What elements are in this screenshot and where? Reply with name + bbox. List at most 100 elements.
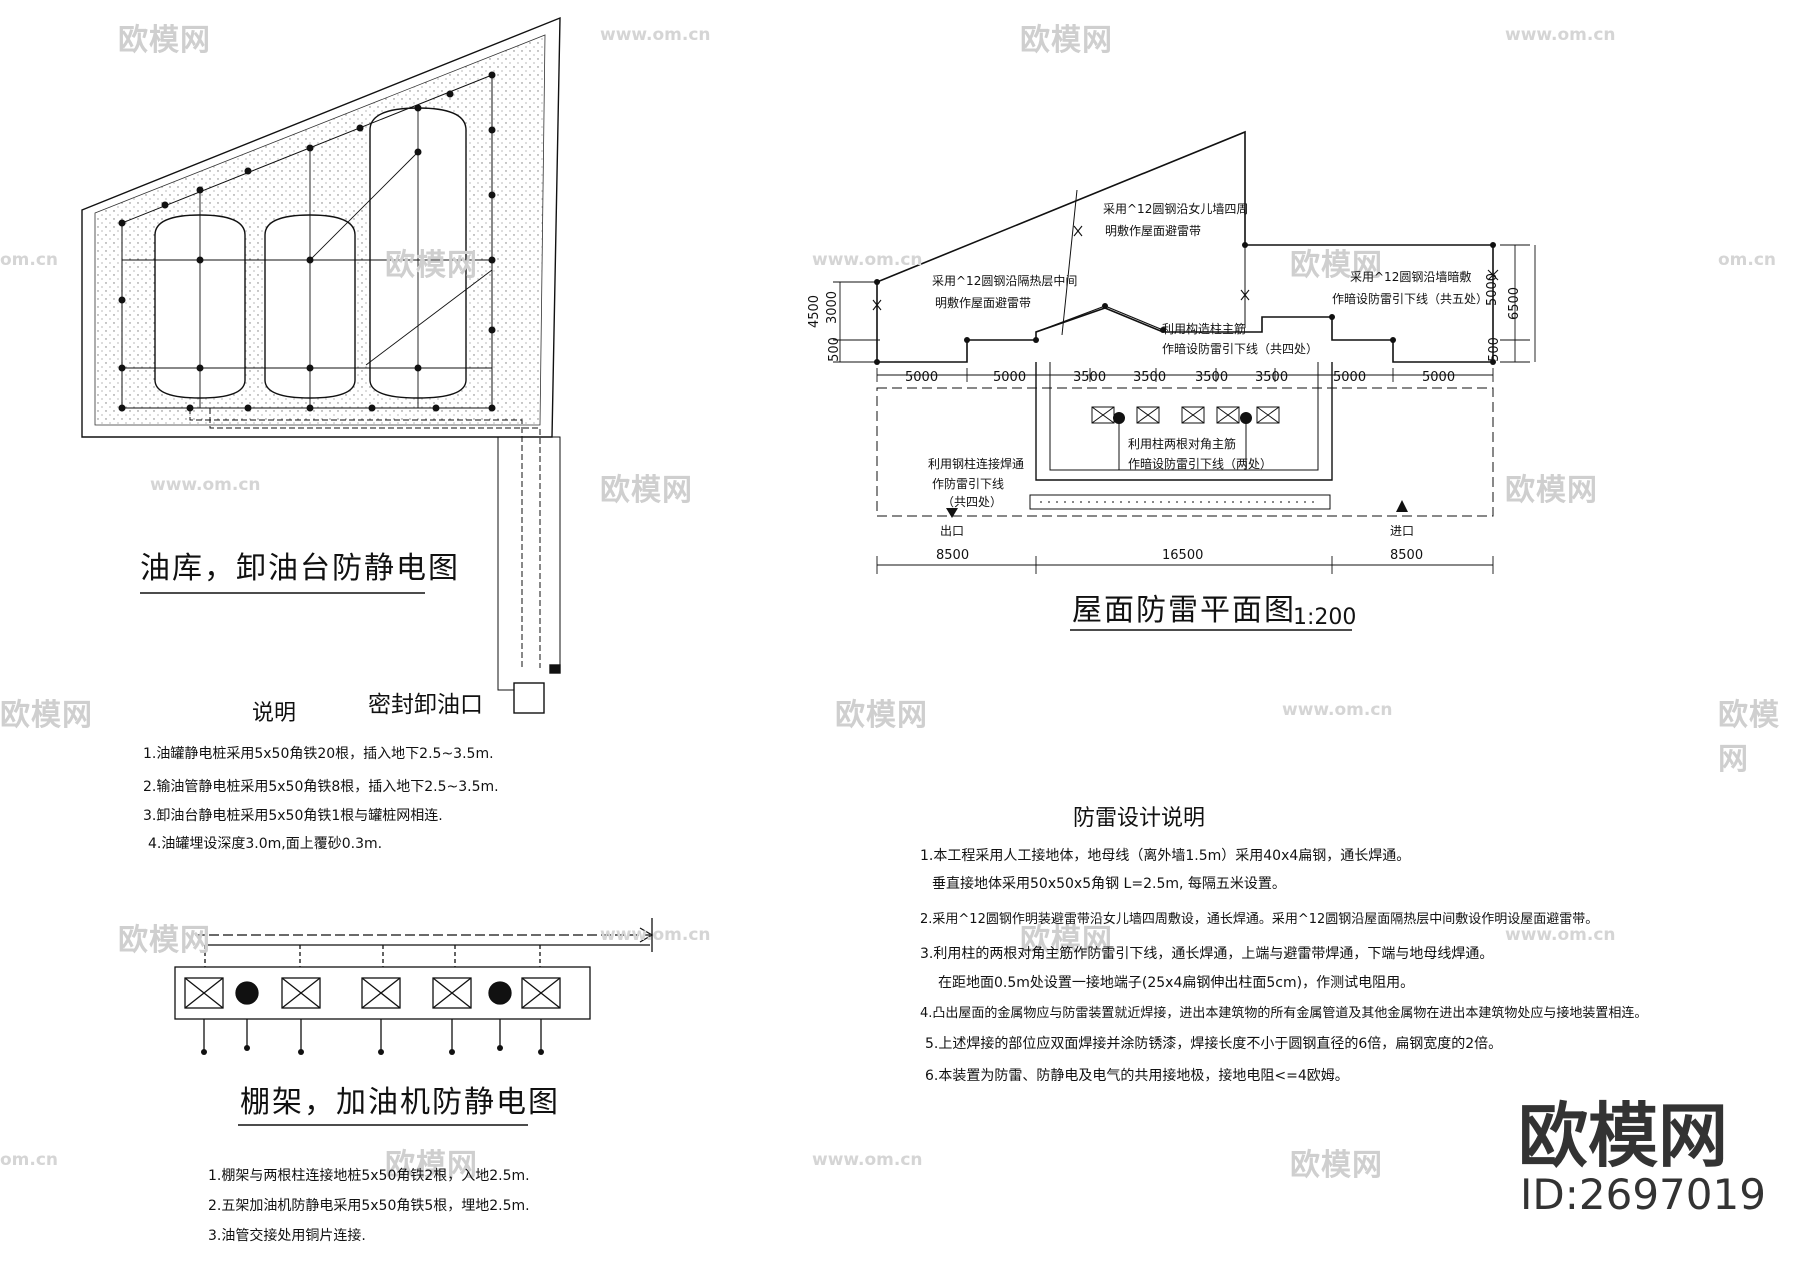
- lightning-note: 垂直接地体采用50x50x5角钢 L=2.5m, 每隔五米设置。: [932, 876, 1286, 892]
- watermark-brand: 欧模网: [1020, 23, 1113, 58]
- roof-label: 作暗设防雷引下线（两处）: [1128, 457, 1273, 471]
- canopy-title: 棚架，加油机防静电图: [240, 1085, 560, 1120]
- watermark-url: www.om.cn: [1505, 25, 1616, 45]
- sealed-outlet-box: [513, 682, 545, 714]
- dim-top: 3500: [1255, 370, 1289, 385]
- sealed-outlet-label: 密封卸油口: [368, 692, 483, 718]
- watermark-url: www.om.cn: [1282, 700, 1393, 720]
- station-building: [1035, 362, 1333, 481]
- canopy-dashed-outline: [876, 387, 1494, 517]
- fuel-dispenser: [281, 977, 321, 1009]
- dim-top: 5000: [993, 370, 1027, 385]
- canopy-stake-dots: [201, 1045, 544, 1055]
- roof-label: 利用钢柱连接焊通: [928, 457, 1025, 471]
- lightning-note: 在距地面0.5m处设置一接地端子(25x4扁钢伸出柱面5cm)，作测试电阻用。: [938, 975, 1415, 991]
- watermark-url: om.cn: [1718, 250, 1777, 270]
- dim-bottom: 8500: [1390, 548, 1424, 563]
- entry-arrow-icon: [1396, 500, 1408, 512]
- lightning-note: 1.本工程采用人工接地体，地母线（离外墙1.5m）采用40x4扁钢，通长焊通。: [920, 848, 1411, 864]
- dim-top: 5000: [1333, 370, 1367, 385]
- fuel-dispenser: [361, 977, 401, 1009]
- roof-label: 采用^12圆钢沿隔热层中间: [932, 274, 1078, 288]
- depot-note: 4.油罐埋设深度3.0m,面上覆砂0.3m.: [148, 836, 383, 852]
- roof-label: 作暗设防雷引下线（共五处）: [1332, 292, 1489, 306]
- dim-top: 3500: [1195, 370, 1229, 385]
- roof-label: 明敷作屋面避雷带: [935, 296, 1032, 310]
- watermark-url: om.cn: [0, 1150, 59, 1170]
- fuel-dispenser: [521, 977, 561, 1009]
- lightning-note: 2.采用^12圆钢作明装避雷带沿女儿墙四周敷设，通长焊通。采用^12圆钢沿屋面隔…: [920, 912, 1599, 927]
- lightning-note: 4.凸出屋面的金属物应与防雷装置就近焊接，进出本建筑物的所有金属管道及其他金属物…: [920, 1006, 1648, 1021]
- watermark-brand: 欧模网: [600, 473, 693, 508]
- dim-bottom: 16500: [1162, 548, 1204, 563]
- outlet-pile: [549, 664, 561, 674]
- roof-label: 作防雷引下线: [932, 477, 1005, 491]
- dim-bottom: 8500: [936, 548, 970, 563]
- canopy-note: 1.棚架与两根柱连接地桩5x50角铁2根，入地2.5m.: [208, 1168, 530, 1184]
- roof-label: （共四处）: [942, 495, 1003, 509]
- depot-notes-heading: 说明: [252, 701, 297, 726]
- oil-depot-title: 油库，卸油台防静电图: [140, 551, 460, 586]
- watermark-url: www.om.cn: [600, 925, 711, 945]
- watermark-brand: 欧模网: [1505, 473, 1598, 508]
- exit-arrow-icon: [946, 508, 958, 518]
- roof-label: 采用^12圆钢沿墙暗敷: [1350, 270, 1472, 284]
- dim-left: 3000: [825, 290, 841, 325]
- grid-line: [365, 269, 493, 366]
- roof-label: 利用构造柱主筋: [1162, 322, 1247, 336]
- watermark-url: www.om.cn: [600, 25, 711, 45]
- entry-label: 进口: [1390, 524, 1415, 538]
- watermark-url: www.om.cn: [812, 1150, 923, 1170]
- oil-depot-plan: [81, 16, 561, 714]
- oil-pipe: [552, 436, 561, 668]
- roof-plan-title: 屋面防雷平面图: [1072, 593, 1296, 628]
- dim-top: 3500: [1133, 370, 1167, 385]
- dim-top: 5000: [1422, 370, 1456, 385]
- canopy-note: 3.油管交接处用铜片连接.: [208, 1228, 366, 1244]
- watermark-brand: 欧模网: [118, 923, 211, 958]
- watermark-url: www.om.cn: [150, 475, 261, 495]
- watermark-url: om.cn: [0, 250, 59, 270]
- watermark-brand: 欧模网: [1290, 1148, 1383, 1183]
- roof-inner-divider: [1061, 189, 1078, 336]
- depot-note: 1.油罐静电桩采用5x50角铁20根，插入地下2.5~3.5m.: [143, 746, 494, 762]
- dim-right: 500: [1486, 337, 1502, 362]
- dim-left: 4500: [807, 294, 823, 329]
- roof-label: 作暗设防雷引下线（共四处）: [1162, 342, 1319, 356]
- forecourt-hatch: [1029, 494, 1331, 510]
- fuel-dispenser: [184, 977, 224, 1009]
- oil-pipe: [209, 408, 541, 668]
- lightning-note: 5.上述焊接的部位应双面焊接并涂防锈漆，焊接长度不小于圆钢直径的6倍，扁钢宽度的…: [925, 1036, 1503, 1052]
- depot-grounding-piles: [118, 71, 496, 412]
- roof-label: 采用^12圆钢沿女儿墙四周: [1103, 202, 1249, 216]
- roof-label: 利用柱两根对角主筋: [1128, 437, 1237, 451]
- roof-plan-scale: 1:200: [1293, 605, 1357, 630]
- brand-id: ID:2697019: [1520, 1170, 1766, 1219]
- canopy-diagram: [174, 918, 654, 1126]
- lightning-notes-heading: 防雷设计说明: [1073, 806, 1206, 831]
- canopy-column: [235, 981, 259, 1005]
- watermark-brand: 欧模网: [835, 698, 928, 733]
- roof-label: 明敷作屋面避雷带: [1105, 224, 1202, 238]
- depot-note: 2.输油管静电桩采用5x50角铁8根，插入地下2.5~3.5m.: [143, 779, 499, 795]
- exit-label: 出口: [940, 524, 965, 538]
- watermark-url: www.om.cn: [1505, 925, 1616, 945]
- roof-plan-dots: [874, 242, 1496, 518]
- grid-line: [309, 151, 419, 261]
- watermark-brand: 欧模网: [1718, 698, 1780, 777]
- oil-pipe: [189, 408, 523, 668]
- dim-right: 6500: [1507, 286, 1523, 321]
- depot-note: 3.卸油台静电桩采用5x50角铁1根与罐桩网相连.: [143, 808, 443, 824]
- watermark-brand: 欧模网: [0, 698, 93, 733]
- dim-top: 3500: [1073, 370, 1107, 385]
- dim-right: 5000: [1485, 272, 1501, 307]
- watermark-url: www.om.cn: [812, 250, 923, 270]
- dim-left: 500: [826, 337, 842, 362]
- fuel-dispenser: [432, 977, 472, 1009]
- watermark-brand: 欧模网: [1020, 923, 1113, 958]
- canopy-note: 2.五架加油机防静电采用5x50角铁5根，埋地2.5m.: [208, 1198, 530, 1214]
- dim-top: 5000: [905, 370, 939, 385]
- oil-pipe: [497, 437, 515, 691]
- plan-dispensers: [1091, 406, 1280, 470]
